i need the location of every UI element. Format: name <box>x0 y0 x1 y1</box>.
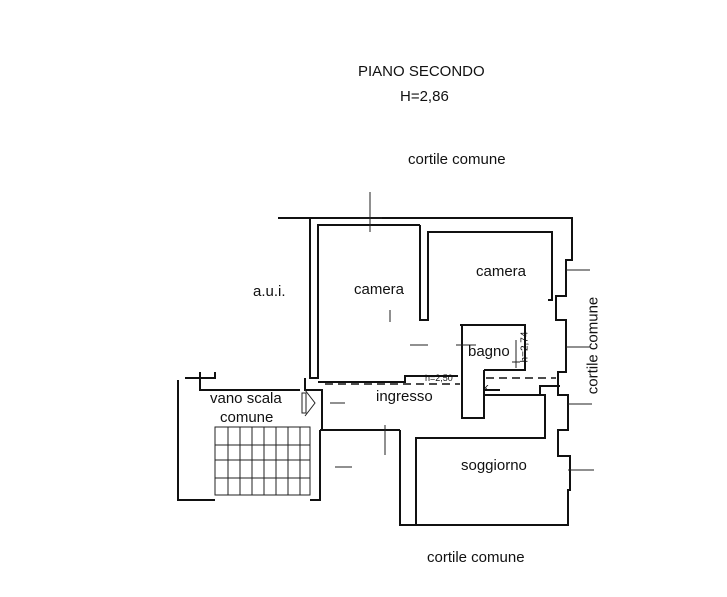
soggiorno-label: soggiorno <box>461 457 527 474</box>
ingresso-label: ingresso <box>376 388 433 405</box>
vano-comune-label: comune <box>220 409 274 426</box>
kitchen-k-label: k <box>483 382 489 394</box>
camera-right-label: camera <box>476 263 527 280</box>
staircase <box>214 426 311 496</box>
plan-title: PIANO SECONDO <box>358 63 485 80</box>
window-marks <box>301 192 594 471</box>
walls <box>177 217 573 526</box>
cortile-top-label: cortile comune <box>408 151 506 168</box>
bagno-label: bagno <box>468 343 510 360</box>
camera-left-label: camera <box>354 281 405 298</box>
vano-scala-label: vano scala <box>210 390 282 407</box>
ingresso-height-label: h=2,50 <box>425 373 453 383</box>
aui-label: a.u.i. <box>253 283 286 300</box>
height-label: H=2,86 <box>400 88 449 105</box>
cortile-right-label: cortile comune <box>584 296 602 395</box>
cortile-bottom-label: cortile comune <box>427 549 525 566</box>
bagno-height-label: h=2,74 <box>519 331 531 363</box>
